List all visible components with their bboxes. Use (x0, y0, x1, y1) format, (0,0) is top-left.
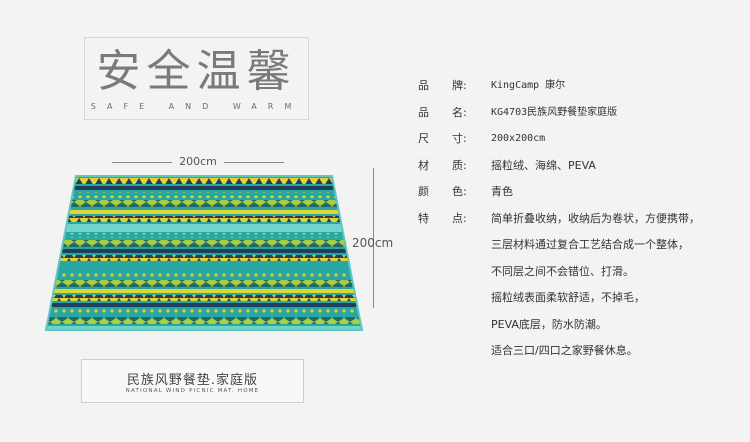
width-line-right (224, 162, 284, 163)
feature-line: 适合三口/四口之家野餐休息。 (491, 344, 638, 357)
spec-label-char: 品 (418, 105, 429, 119)
spec-row-features: 特 点: 简单折叠收纳，收纳后为卷状，方便携带， (418, 211, 738, 238)
spec-value-color: 青色 (491, 185, 513, 198)
spec-row-name: 品 名: KG4703民族风野餐垫家庭版 (418, 105, 738, 132)
spec-row-size: 尺 寸: 200x200cm (418, 131, 738, 158)
title-subheading: SAFE AND WARM (90, 102, 303, 111)
feature-line: 三层材料通过复合工艺结合成一个整体， (491, 238, 689, 251)
spec-label-char: 质: (452, 158, 467, 172)
title-box: 安全温馨 SAFE AND WARM (84, 37, 309, 120)
spec-label-char: 色: (452, 185, 467, 198)
spec-label-char: 材 (418, 158, 429, 172)
title-heading: 安全温馨 (96, 46, 297, 97)
height-label: 200cm (352, 236, 394, 250)
spec-label-char: 颜 (418, 185, 429, 198)
feature-row: 摇粒绒表面柔软舒适，不掉毛， (418, 290, 738, 317)
spec-label-char: 寸: (452, 132, 467, 145)
spec-value-size: 200x200cm (491, 133, 546, 144)
feature-line: 不同层之间不会错位、打滑。 (491, 264, 634, 278)
feature-line: 简单折叠收纳，收纳后为卷状，方便携带， (491, 211, 700, 225)
spec-row-brand: 品 牌: KingCamp 康尔 (418, 78, 738, 105)
spec-label-char: 特 (418, 211, 429, 225)
height-dimension-line (373, 168, 374, 308)
caption-subtitle: NATIONAL WIND PICNIC MAT. HOME (125, 388, 260, 394)
spec-row-color: 颜 色: 青色 (418, 184, 738, 211)
caption-box: 民族风野餐垫.家庭版 NATIONAL WIND PICNIC MAT. HOM… (81, 359, 304, 403)
feature-row: 不同层之间不会错位、打滑。 (418, 264, 738, 291)
feature-row: PEVA底层，防水防潮。 (418, 317, 738, 344)
spec-label-char: 牌: (452, 79, 467, 92)
feature-row: 适合三口/四口之家野餐休息。 (418, 343, 738, 370)
spec-label-char: 尺 (418, 132, 429, 145)
width-line-left (112, 162, 172, 163)
feature-line: 摇粒绒表面柔软舒适，不掉毛， (491, 291, 645, 304)
spec-value-name: KG4703民族风野餐垫家庭版 (491, 106, 618, 118)
picnic-mat-image (44, 175, 364, 331)
spec-label-char: 点: (452, 211, 467, 225)
caption-title: 民族风野餐垫.家庭版 (126, 373, 259, 388)
width-label: 200cm (179, 155, 217, 168)
feature-row: 三层材料通过复合工艺结合成一个整体， (418, 237, 738, 264)
spec-label-char: 名: (452, 105, 467, 119)
feature-line: PEVA底层，防水防潮。 (491, 317, 607, 331)
spec-value-brand: KingCamp 康尔 (491, 80, 566, 91)
spec-list: 品 牌: KingCamp 康尔 品 名: KG4703民族风野餐垫家庭版 尺 … (418, 78, 738, 370)
width-dimension: 200cm (112, 154, 284, 170)
spec-label-char: 品 (418, 79, 429, 92)
spec-value-material: 摇粒绒、海绵、PEVA (491, 158, 596, 172)
spec-row-material: 材 质: 摇粒绒、海绵、PEVA (418, 158, 738, 185)
